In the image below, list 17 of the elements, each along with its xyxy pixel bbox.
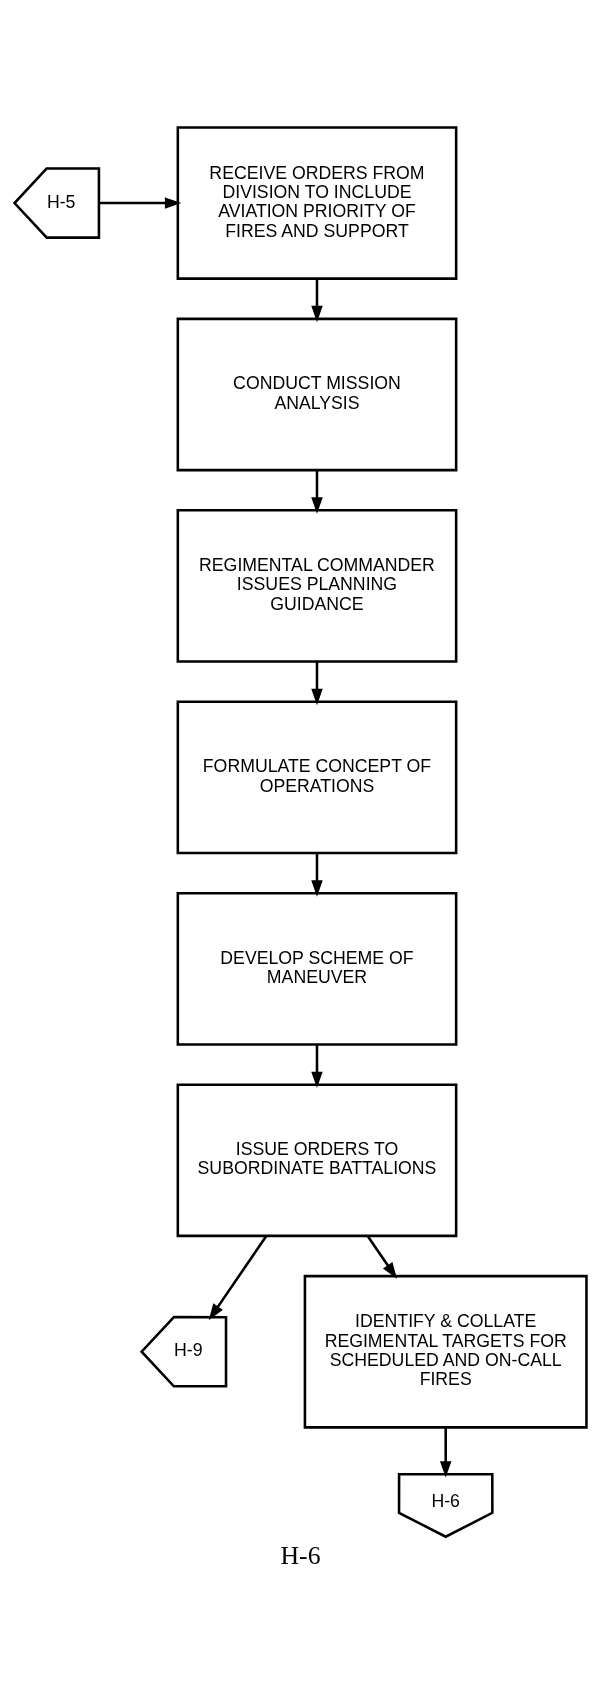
- node-box: REGIMENTAL COMMANDER ISSUES PLANNING GUIDANCE: [176, 509, 458, 663]
- node-box: IDENTIFY & COLLATE REGIMENTAL TARGETS FOR SCHEDULED AND ON-CALL FIRES: [303, 1274, 588, 1429]
- node-box: RECEIVE ORDERS FROM DIVISION TO INCLUDE AVIATION PRIORITY OF FIRES AND SUPPORT: [176, 126, 458, 280]
- arrow: [311, 661, 323, 706]
- arrow: [439, 1427, 452, 1478]
- node-box: DEVELOP SCHEME OF MANEUVER: [176, 891, 458, 1046]
- node-box: CONDUCT MISSION ANALYSIS: [176, 317, 458, 472]
- caption: H-6: [280, 1540, 321, 1570]
- arrow: [311, 279, 323, 323]
- arrow: [366, 1235, 397, 1279]
- node-box: ISSUE ORDERS TO SUBORDINATE BATTALIONS: [176, 1083, 458, 1238]
- arrow: [99, 197, 182, 209]
- arrow: [311, 853, 323, 897]
- arrow: [311, 470, 323, 514]
- node-box: FORMULATE CONCEPT OF OPERATIONS: [176, 700, 458, 855]
- arrow: [311, 1044, 323, 1089]
- arrow: [208, 1235, 268, 1321]
